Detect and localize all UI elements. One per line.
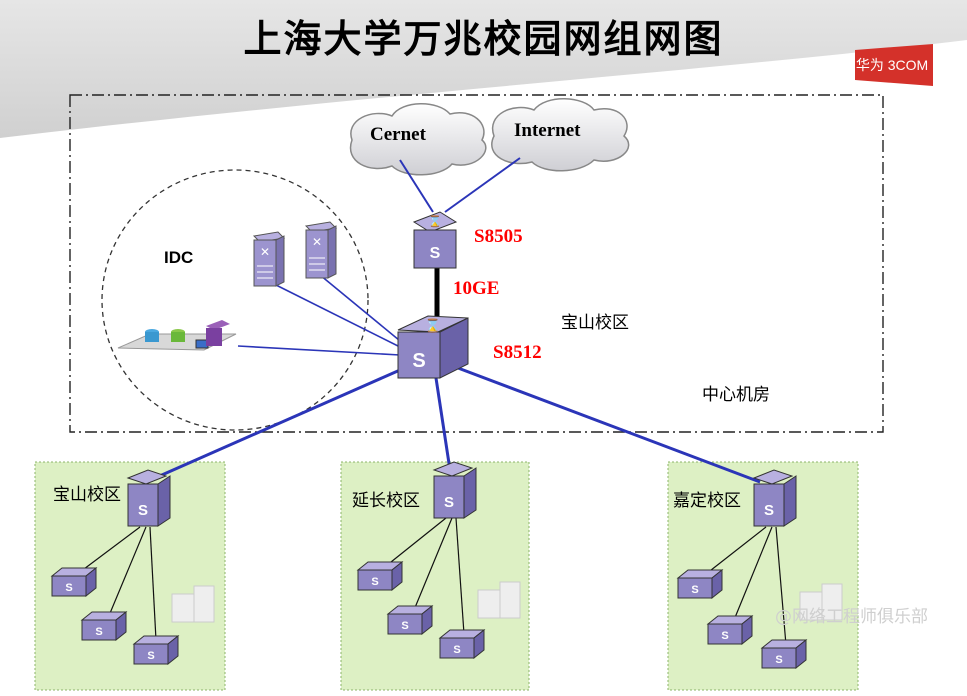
yanchang-dist-switch-icon: S [432, 461, 477, 519]
watermark: @网络工程师俱乐部 [775, 607, 928, 627]
svg-text:S: S [65, 582, 72, 594]
idc-links [237, 274, 406, 356]
internet-label: Internet [514, 120, 581, 141]
idc-label: IDC [164, 248, 194, 267]
svg-text:S: S [95, 626, 102, 638]
svg-text:S: S [412, 350, 425, 372]
central-room-boundary [69, 94, 884, 433]
svg-text:✕: ✕ [312, 235, 322, 249]
idc-storage-icon [117, 320, 237, 351]
link-s8512-yanchang [434, 377, 452, 471]
link-idc-storage [237, 345, 401, 356]
link-internet-s8505 [444, 157, 521, 213]
svg-text:S: S [721, 630, 728, 642]
svg-text:S: S [147, 650, 154, 662]
campus-label-baoshan: 宝山校区 [53, 485, 121, 505]
cernet-cloud-icon [349, 103, 487, 176]
link-idc-server-1 [269, 281, 403, 349]
svg-text:S: S [444, 494, 454, 511]
svg-text:✕: ✕ [260, 245, 270, 259]
idc-server-2-icon: ✕ [304, 221, 338, 279]
access-switch-icon: S [676, 568, 724, 600]
baoshan-dist-switch-icon: S [126, 469, 171, 527]
s8512-label: S8512 [493, 342, 542, 363]
logo-text: 华为 3COM [855, 57, 929, 73]
s8505-label: S8505 [474, 226, 523, 247]
link-s8512-jiading [457, 366, 761, 484]
idc-boundary [101, 169, 369, 431]
page-title: 上海大学万兆校园网组网图 [243, 17, 724, 61]
trunk-10ge-label: 10GE [453, 278, 500, 299]
core-links [399, 157, 521, 213]
access-switch-icon: S [760, 638, 808, 670]
svg-text:S: S [430, 245, 441, 262]
svg-text:⌛: ⌛ [425, 318, 441, 334]
access-switch-icon: S [80, 610, 128, 642]
link-cernet-s8505 [399, 159, 434, 213]
svg-text:S: S [764, 502, 774, 519]
access-switch-icon: S [438, 628, 486, 660]
access-switch-icon: S [706, 614, 754, 646]
svg-text:S: S [401, 620, 408, 632]
access-switch-icon: S [132, 634, 180, 666]
huawei-3com-logo: 华为 3COM [851, 44, 933, 86]
cernet-label: Cernet [370, 124, 426, 145]
svg-text:S: S [138, 502, 148, 519]
campus-label-yanchang: 延长校区 [352, 491, 420, 511]
jiading-dist-switch-icon: S [752, 469, 797, 527]
idc-server-1-icon: ✕ [252, 231, 286, 287]
internet-cloud-icon [491, 98, 630, 172]
svg-text:⌛: ⌛ [428, 215, 442, 228]
campus-label-jiading: 嘉定校区 [673, 491, 741, 511]
link-idc-server-2 [319, 274, 406, 346]
link-s8512-baoshan [154, 368, 401, 480]
svg-text:S: S [371, 576, 378, 588]
access-links [79, 517, 787, 646]
building-icon [171, 581, 843, 623]
svg-text:S: S [775, 654, 782, 666]
svg-text:S: S [453, 644, 460, 656]
s8512-switch-icon: ⌛ S [397, 315, 469, 379]
campus-uplinks [154, 366, 761, 484]
header-swoosh [0, 0, 967, 138]
access-switch-icon: S [386, 604, 434, 636]
svg-text:S: S [691, 584, 698, 596]
access-switches: S S S S S S S S S [50, 560, 808, 670]
s8505-switch-icon: ⌛ S [412, 211, 458, 269]
core-campus-label: 宝山校区 [561, 313, 629, 333]
central-room-label: 中心机房 [702, 385, 770, 405]
access-switch-icon: S [50, 566, 98, 598]
access-switch-icon: S [356, 560, 404, 592]
